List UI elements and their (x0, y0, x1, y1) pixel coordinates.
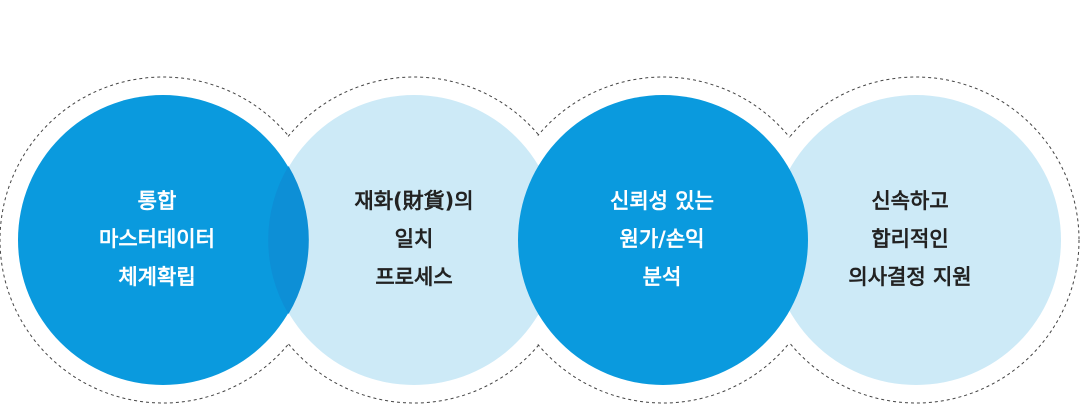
step-2-line-3: 프로세스 (375, 265, 453, 289)
step-4-line-2: 합리적인 (871, 227, 949, 251)
step-2-line-2: 일치 (394, 227, 434, 251)
step-3-line-3: 분석 (642, 265, 682, 289)
circle-3 (518, 95, 808, 385)
step-4-label: 신속하고 합리적인 의사결정 지원 (800, 182, 1020, 296)
circle-2 (269, 95, 559, 385)
overlap-1-2 (268, 166, 309, 314)
step-1-line-2: 마스터데이터 (99, 227, 215, 251)
circle-4 (771, 95, 1061, 385)
step-3-line-1: 신뢰성 있는 (610, 189, 714, 213)
step-2-line-1: 재화(財貨)의 (354, 189, 474, 213)
step-4-line-3: 의사결정 지원 (848, 265, 972, 289)
step-3-label: 신뢰성 있는 원가/손익 분석 (552, 182, 772, 296)
step-3-line-2: 원가/손익 (619, 227, 705, 251)
step-4-line-1: 신속하고 (871, 189, 949, 213)
step-2-label: 재화(財貨)의 일치 프로세스 (304, 182, 524, 296)
circle-1 (18, 95, 308, 385)
step-1-label: 통합 마스터데이터 체계확립 (47, 182, 267, 296)
step-1-line-3: 체계확립 (118, 265, 196, 289)
step-1-line-1: 통합 (137, 189, 177, 213)
